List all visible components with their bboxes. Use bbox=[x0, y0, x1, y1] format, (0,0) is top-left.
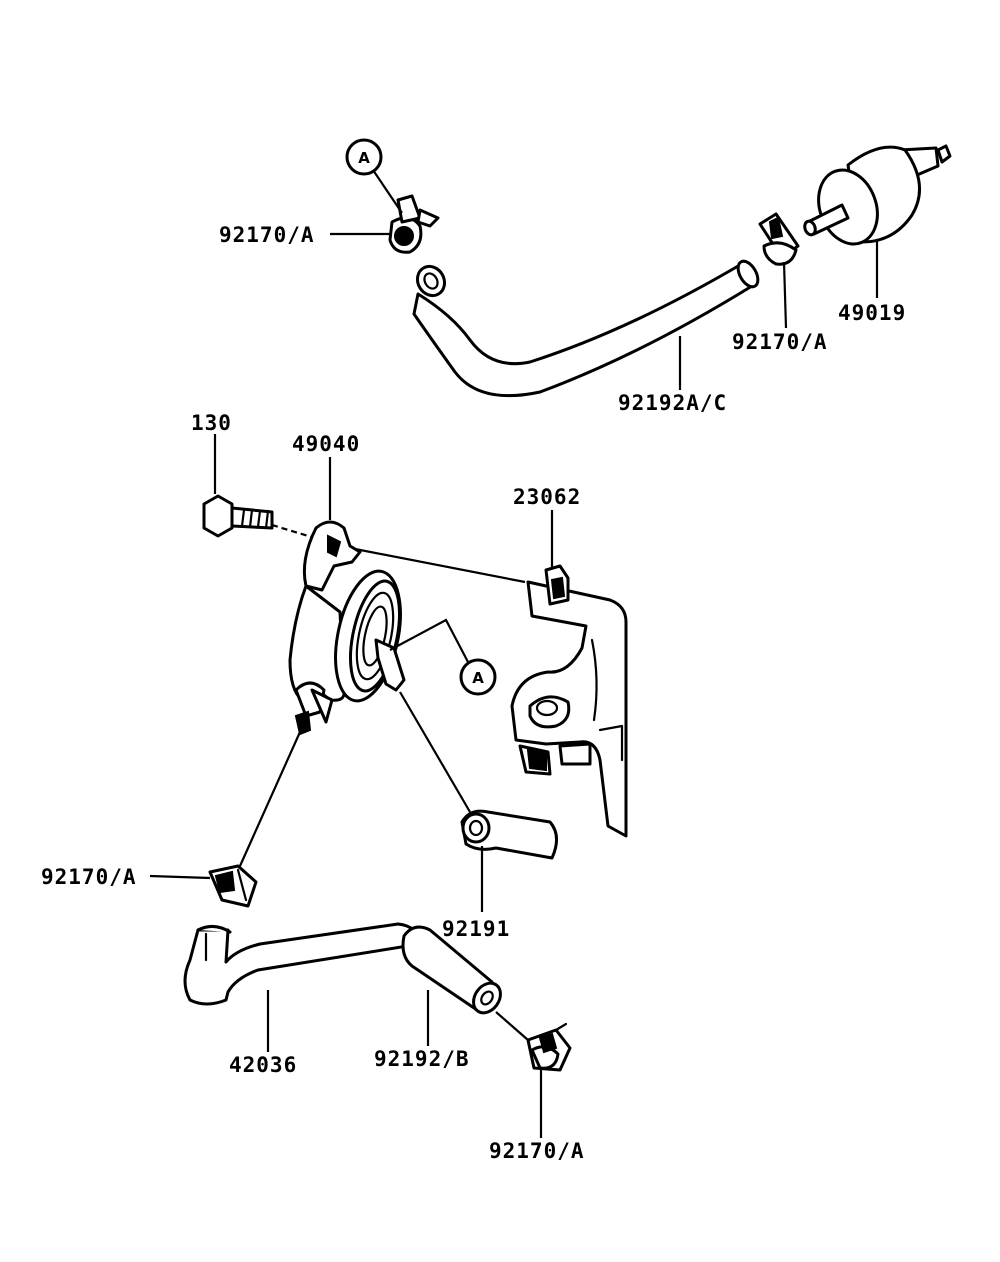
bolt-axis-line-2 bbox=[349, 546, 526, 584]
reference-mark-top: A bbox=[345, 138, 403, 214]
label-tube: 92191 bbox=[442, 917, 510, 941]
bracket-23062 bbox=[510, 564, 628, 838]
hose-clamp-right bbox=[758, 212, 800, 266]
label-bracket: 23062 bbox=[513, 485, 581, 509]
reference-mark-pump: A bbox=[389, 618, 497, 696]
fuel-hose-92192AC bbox=[412, 259, 760, 398]
fuel-pipe-42036 bbox=[183, 922, 422, 1006]
label-hose-top: 92192A/C bbox=[618, 391, 727, 415]
leader-pump-to-tube bbox=[399, 691, 471, 813]
fuel-filter-49019 bbox=[803, 144, 952, 246]
label-bolt: 130 bbox=[191, 411, 232, 435]
hose-clamp-bottom bbox=[526, 1022, 572, 1072]
svg-text:A: A bbox=[472, 669, 484, 687]
leader-pump-to-clamp-left bbox=[238, 731, 302, 867]
leader-clamp-right bbox=[782, 261, 788, 329]
fuel-hose-92192B bbox=[401, 925, 502, 1015]
label-clamp-right: 92170/A bbox=[732, 330, 828, 354]
label-hose-bottom: 92192/B bbox=[374, 1047, 470, 1071]
label-clamp-bottom: 92170/A bbox=[489, 1139, 585, 1163]
label-filter: 49019 bbox=[838, 301, 906, 325]
leader-hose-to-clamp-bottom bbox=[495, 1011, 529, 1041]
svg-text:A: A bbox=[358, 149, 370, 167]
bolt-130 bbox=[202, 494, 274, 538]
label-clamp-top: 92170/A bbox=[219, 223, 315, 247]
label-clamp-left: 92170/A bbox=[41, 865, 137, 889]
fuel-tube-92191 bbox=[460, 809, 558, 860]
label-pipe: 42036 bbox=[229, 1053, 297, 1077]
bolt-axis-line bbox=[271, 523, 339, 547]
fuel-pump-49040 bbox=[288, 520, 406, 736]
leader-clamp-left bbox=[149, 874, 211, 880]
hose-clamp-left bbox=[208, 864, 258, 908]
hose-clamp-top bbox=[388, 194, 440, 254]
label-pump: 49040 bbox=[292, 432, 360, 456]
